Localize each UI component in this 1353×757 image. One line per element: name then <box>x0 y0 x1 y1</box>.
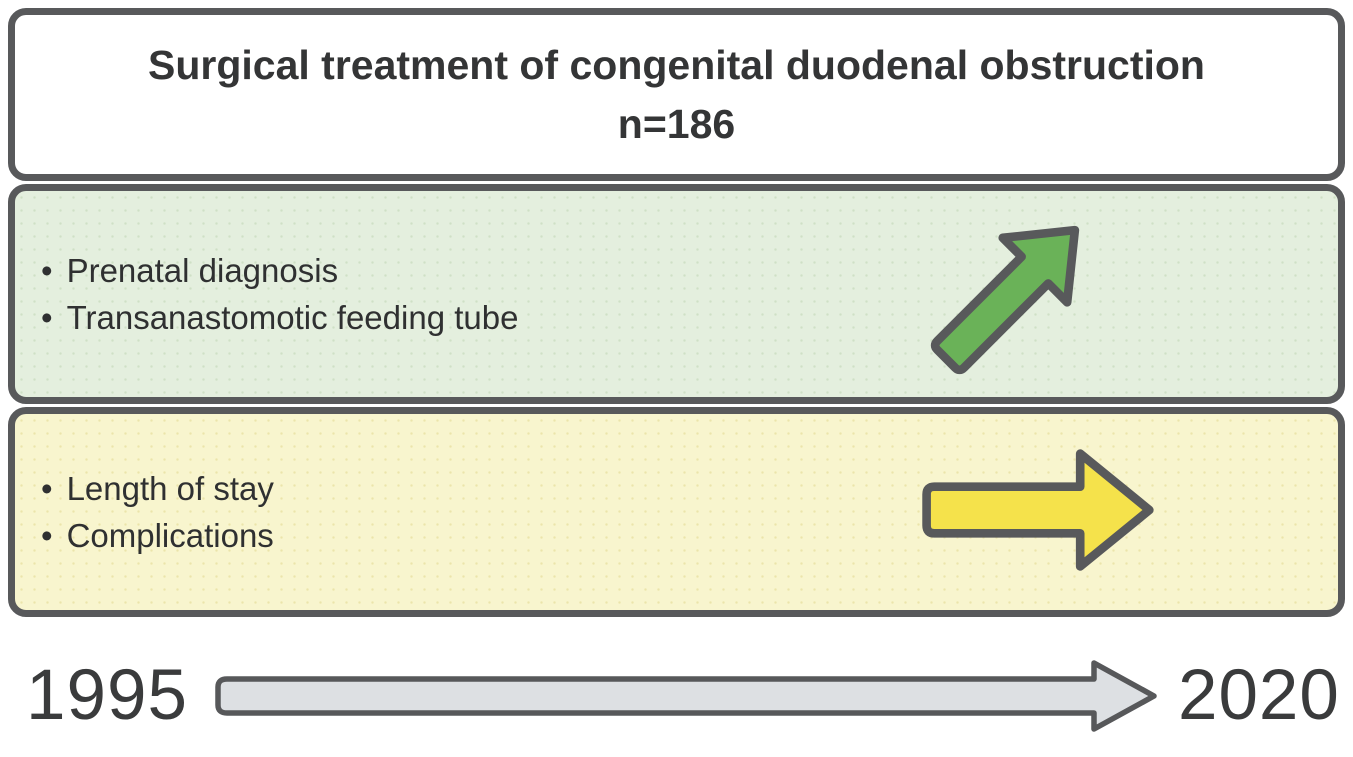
list-item-prenatal-diagnosis: Prenatal diagnosis <box>41 247 1338 294</box>
timeline: 1995 2020 <box>0 640 1353 752</box>
outcomes-list: Length of stay Complications <box>15 465 1338 559</box>
timeline-start-year: 1995 <box>26 656 188 735</box>
figure-title-line-1: Surgical treatment of congenital duodena… <box>148 41 1205 88</box>
panel-outcomes-content: Length of stay Complications <box>15 414 1338 610</box>
list-item-transanastomotic-feeding-tube: Transanastomotic feeding tube <box>41 294 1338 341</box>
list-item-length-of-stay: Length of stay <box>41 465 1338 512</box>
timeline-end-year: 2020 <box>1177 656 1340 735</box>
figure-title-line-2: n=186 <box>617 100 736 147</box>
panel-care-improvements: Prenatal diagnosis Transanastomotic feed… <box>8 184 1345 404</box>
timeline-right-arrow-icon <box>210 655 1160 737</box>
list-item-complications: Complications <box>41 512 1338 559</box>
title-box: Surgical treatment of congenital duodena… <box>8 8 1345 181</box>
panel-care-improvements-content: Prenatal diagnosis Transanastomotic feed… <box>15 191 1338 397</box>
panel-outcomes: Length of stay Complications <box>8 407 1345 617</box>
care-improvements-list: Prenatal diagnosis Transanastomotic feed… <box>15 247 1338 341</box>
